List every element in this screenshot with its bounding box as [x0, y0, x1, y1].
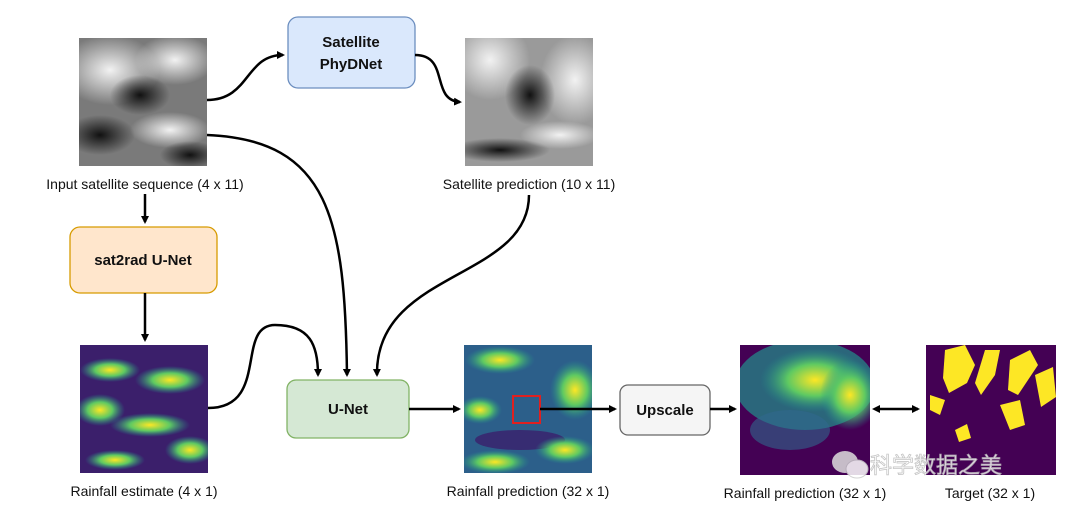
rainfall-prediction-upscaled-label: Rainfall prediction (32 x 1)	[724, 485, 887, 501]
arrow-phydnet-to-prediction	[414, 53, 462, 106]
unet-label: U-Net	[328, 401, 368, 418]
input-satellite-label: Input satellite sequence (4 x 11)	[46, 176, 243, 192]
upscale-label: Upscale	[636, 402, 694, 419]
satellite-phydnet-box: Satellite PhyDNet	[287, 16, 416, 89]
rainfall-prediction-image	[464, 345, 592, 473]
input-satellite-image	[79, 38, 207, 166]
target-image	[926, 345, 1056, 475]
unet-box: U-Net	[286, 379, 410, 439]
arrow-input-to-phydnet	[206, 51, 285, 102]
upscale-box: Upscale	[619, 384, 711, 436]
satellite-prediction-label: Satellite prediction (10 x 11)	[443, 176, 616, 192]
target-label: Target (32 x 1)	[945, 485, 1035, 501]
watermark: 科学数据之美	[832, 451, 1002, 479]
satellite-prediction-image	[465, 38, 593, 166]
phydnet-label-line2: PhyDNet	[320, 56, 383, 73]
arrow-input-to-unet	[206, 133, 351, 377]
rainfall-prediction-upscaled-image	[740, 345, 870, 475]
connector-arrows	[141, 51, 920, 413]
arrow-estimate-to-unet	[207, 323, 322, 410]
rainfall-estimate-image	[80, 345, 208, 473]
rainfall-prediction-label: Rainfall prediction (32 x 1)	[447, 483, 610, 499]
sat2rad-label: sat2rad U-Net	[94, 252, 192, 269]
sat2rad-unet-box: sat2rad U-Net	[69, 226, 218, 294]
arrow-prediction-to-unet	[372, 194, 531, 377]
phydnet-label-line1: Satellite	[322, 34, 380, 51]
watermark-text: 科学数据之美	[870, 453, 1002, 478]
rainfall-estimate-label: Rainfall estimate (4 x 1)	[70, 483, 217, 499]
